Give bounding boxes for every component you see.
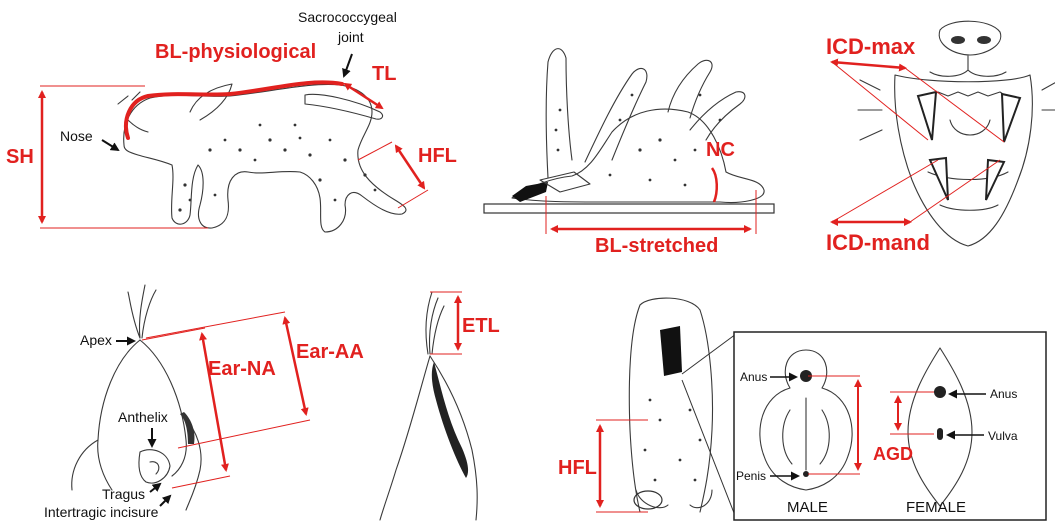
female-anus-label: Anus <box>990 387 1017 401</box>
agd-label: AGD <box>873 444 913 464</box>
female-vulva-label: Vulva <box>988 429 1018 443</box>
intertragic-incisure-label: Intertragic incisure <box>44 504 159 520</box>
bl-physiological-line <box>126 82 342 138</box>
rear-lynx-sketch <box>629 298 712 512</box>
sacrococcygeal-arrow <box>344 54 352 76</box>
nostril-left <box>951 36 965 44</box>
icd-mand-label: ICD-mand <box>826 230 930 255</box>
intertragic-arrow <box>160 496 170 506</box>
genital-inset-box <box>734 332 1046 520</box>
etl-label: ETL <box>462 315 500 337</box>
female-anus-mark <box>934 386 946 398</box>
hfl-standing-ref-top <box>358 142 392 160</box>
rear-lynx-tail <box>660 326 682 376</box>
sacrococcygeal-label-line2: joint <box>337 29 364 45</box>
hfl-standing-label: HFL <box>418 145 457 167</box>
nose-label: Nose <box>60 128 93 144</box>
nc-label: NC <box>706 139 735 161</box>
measuring-board <box>484 204 774 213</box>
tl-label: TL <box>372 63 396 85</box>
tragus-label: Tragus <box>102 486 145 502</box>
sacrococcygeal-label-line1: Sacrococcygeal <box>298 9 397 25</box>
icd-max-label: ICD-max <box>826 34 916 59</box>
nc-collar <box>712 168 717 202</box>
female-caption: FEMALE <box>906 499 966 516</box>
panel-standing-lynx: BL-physiological Sacrococcygeal joint TL… <box>6 9 457 232</box>
sh-label: SH <box>6 146 34 168</box>
nostril-right <box>977 36 991 44</box>
zoom-line-bottom <box>682 380 736 518</box>
female-vulva-mark <box>937 428 943 440</box>
standing-lynx-spots <box>178 124 376 212</box>
male-caption: MALE <box>787 499 828 516</box>
icd-mand-ref-1 <box>832 160 938 222</box>
nose-arrow <box>102 140 118 150</box>
rear-paw <box>634 491 662 509</box>
canine-lower-left <box>930 158 948 200</box>
tl-measure-line <box>345 84 382 108</box>
rear-lynx-spots <box>644 399 702 482</box>
icd-max-ref-1 <box>832 62 928 140</box>
panel-lying-lynx: NC BL-stretched <box>484 49 774 257</box>
bl-stretched-label: BL-stretched <box>595 235 718 257</box>
ear-na-ref-bottom <box>172 476 230 488</box>
panel-ear-front: Apex Ear-NA Ear-AA Anthelix Tragus Inter… <box>44 285 364 520</box>
tragus-arrow <box>150 484 160 492</box>
hfl-rear-label: HFL <box>558 457 597 479</box>
ear-na-label: Ear-NA <box>208 358 276 380</box>
lying-lynx-tail-tip <box>512 182 548 202</box>
ear-aa-measure-line <box>285 318 306 414</box>
canine-upper-left <box>918 92 936 140</box>
panel-rear-view: HFL Anus Penis MALE Anus Vulva <box>558 298 1046 520</box>
ear-na-measure-line <box>202 334 226 470</box>
hfl-standing-ref-bottom <box>398 190 428 208</box>
male-anus-label: Anus <box>740 370 767 384</box>
canine-upper-right <box>1002 94 1020 142</box>
ear-aa-ref-top <box>146 312 285 338</box>
panel-ear-side: ETL <box>380 292 500 520</box>
male-penis-label: Penis <box>736 469 766 483</box>
canine-lower-right <box>986 160 1004 200</box>
zoom-line-top <box>682 334 736 374</box>
bl-physiological-label: BL-physiological <box>155 41 316 63</box>
panel-skull-teeth: ICD-max ICD-mand <box>826 21 1055 255</box>
ear-na-ref-top <box>142 328 205 340</box>
icd-max-measure-line <box>832 62 905 68</box>
ear-aa-label: Ear-AA <box>296 341 364 363</box>
lying-lynx-sketch <box>512 49 764 203</box>
apex-label: Apex <box>80 332 112 348</box>
ear-aa-ref-bottom <box>178 420 310 448</box>
anthelix-label: Anthelix <box>118 409 168 425</box>
ear-front-sketch <box>72 285 201 510</box>
